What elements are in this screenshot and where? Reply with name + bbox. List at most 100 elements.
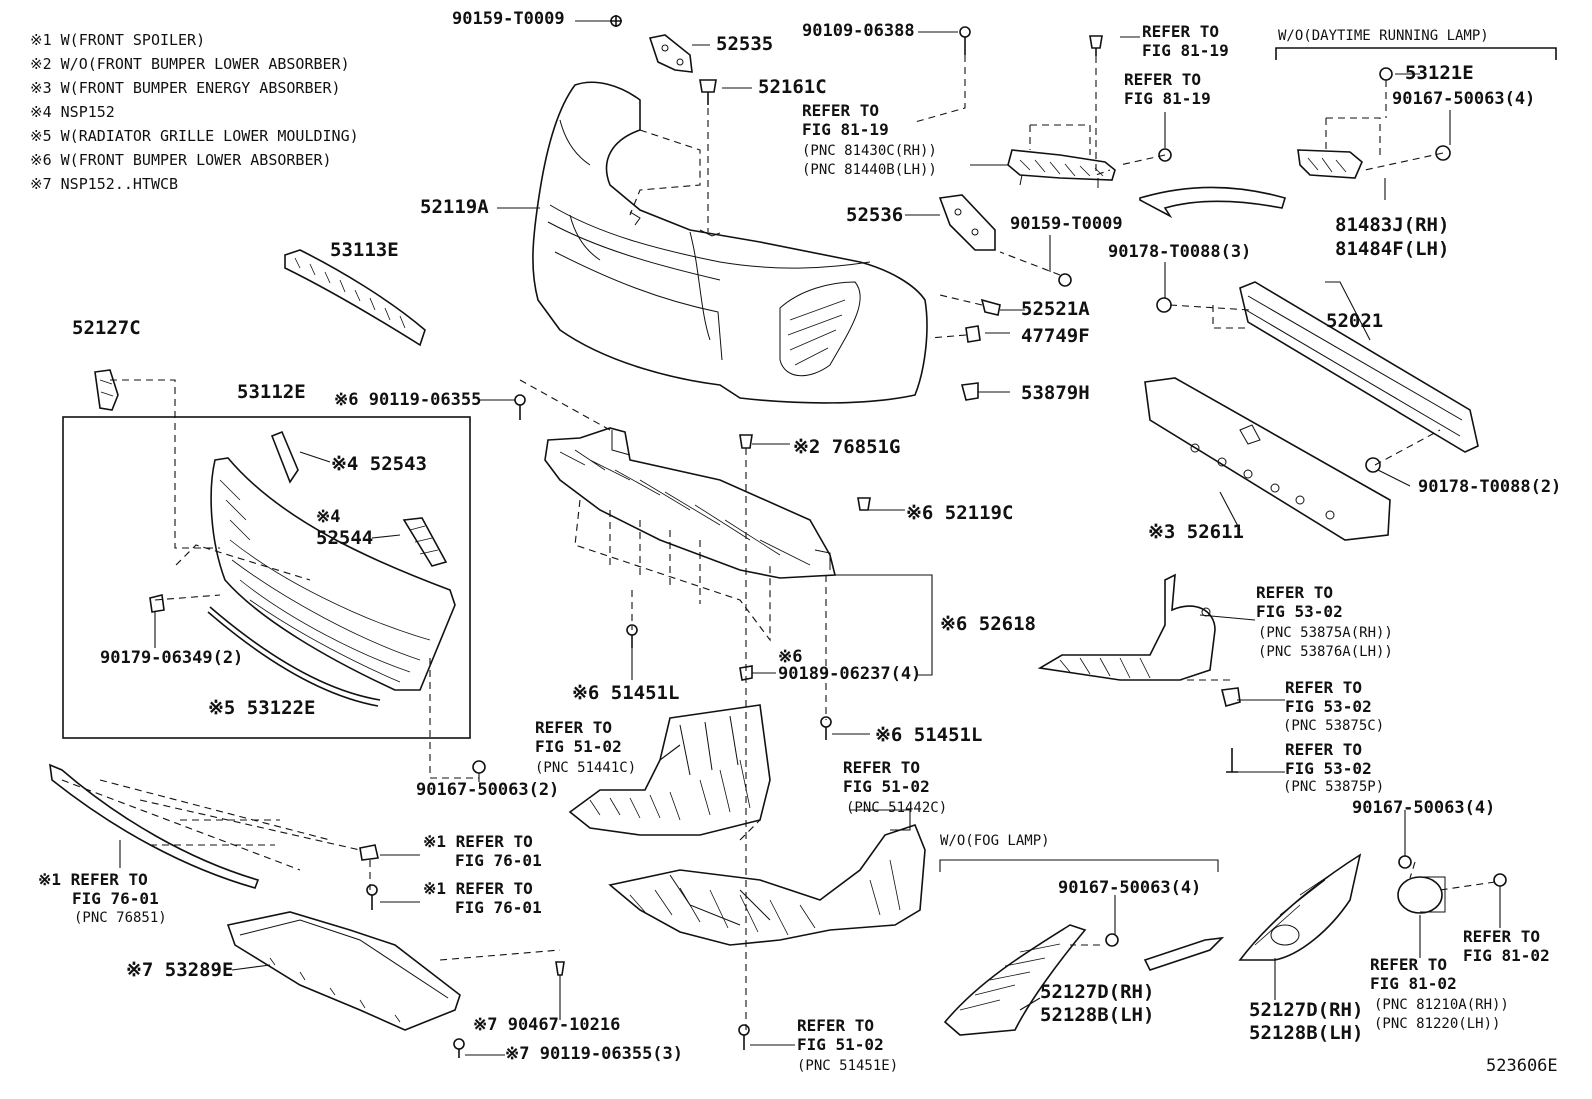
refer-fig-76-01-c[interactable]: FIG 76-01 (455, 898, 542, 917)
part-label-52119c[interactable]: ※6 52119C (906, 502, 1014, 524)
pnc-81440b: (PNC 81440B(LH)) (802, 162, 937, 178)
drl-cover-81483j (1139, 47, 1557, 219)
refer-label-fig-76-01-a[interactable]: ※1 REFER TO (423, 832, 533, 851)
pnc-81430c: (PNC 81430C(RH)) (802, 143, 937, 159)
part-label-52161c[interactable]: 52161C (758, 76, 827, 98)
pnc-81210a: (PNC 81210A(RH)) (1374, 997, 1509, 1013)
part-label-90167-50063-2[interactable]: 90167-50063(2) (416, 780, 560, 800)
part-label-90178-t0088-2[interactable]: 90178-T0088(2) (1418, 477, 1562, 497)
part-label-52543[interactable]: ※4 52543 (331, 453, 427, 475)
refer-fig-51-02-b[interactable]: FIG 51-02 (843, 777, 930, 796)
part-label-90159-t0009-top[interactable]: 90159-T0009 (452, 9, 565, 29)
part-label-53289e[interactable]: ※7 53289E (126, 959, 234, 981)
part-label-52127d-right[interactable]: 52127D(RH) (1249, 999, 1364, 1021)
refer-fig-51-02-a[interactable]: FIG 51-02 (535, 737, 622, 756)
refer-fig-53-02-a[interactable]: FIG 53-02 (1256, 602, 1343, 621)
group-label-fog-lamp: W/O(FOG LAMP) (940, 833, 1050, 849)
bumper-side-clips (960, 298, 1001, 401)
undercover-51442c (608, 824, 926, 946)
part-label-90109-06388[interactable]: 90109-06388 (802, 21, 915, 41)
lower-cover-53289e (226, 911, 461, 1031)
part-label-90167-50063-drl[interactable]: 90167-50063(4) (1392, 89, 1536, 109)
refer-label-fig-81-19-c[interactable]: REFER TO (802, 101, 880, 120)
refer-label-fig-81-19-a[interactable]: REFER TO (1142, 22, 1220, 41)
refer-fig-81-02-b[interactable]: FIG 81-02 (1370, 974, 1457, 993)
part-label-53112e[interactable]: 53112E (237, 381, 306, 403)
part-label-53122e[interactable]: ※5 53122E (208, 697, 316, 719)
wheel-liner-53875a (1037, 573, 1241, 773)
part-label-47749f[interactable]: 47749F (1021, 325, 1090, 347)
part-label-52128b-left[interactable]: 52128B(LH) (1040, 1004, 1155, 1026)
refer-label-fig-53-02-b[interactable]: REFER TO (1285, 678, 1363, 697)
part-label-90467-10216[interactable]: ※7 90467-10216 (473, 1015, 621, 1035)
legend-note-4: ※4 NSP152 (30, 103, 115, 121)
pnc-53875c: (PNC 53875C) (1283, 718, 1385, 734)
part-label-52128b-right[interactable]: 52128B(LH) (1249, 1022, 1364, 1044)
refer-fig-81-19-b[interactable]: FIG 81-19 (1124, 89, 1211, 108)
refer-fig-51-02-c[interactable]: FIG 51-02 (797, 1035, 884, 1054)
part-label-53121e[interactable]: 53121E (1405, 62, 1474, 84)
absorber-52611 (1144, 377, 1391, 541)
refer-fig-76-01-a[interactable]: FIG 76-01 (455, 851, 542, 870)
legend-notes: ※1 W(FRONT SPOILER) ※2 W/O(FRONT BUMPER … (30, 28, 359, 196)
part-label-90178-t0088-3[interactable]: 90178-T0088(3) (1108, 242, 1252, 262)
refer-label-fig-53-02-a[interactable]: REFER TO (1256, 583, 1334, 602)
refer-fig-81-19-c[interactable]: FIG 81-19 (802, 120, 889, 139)
part-label-52611[interactable]: ※3 52611 (1148, 521, 1244, 543)
part-label-52535[interactable]: 52535 (716, 33, 774, 55)
part-label-51451l-a[interactable]: ※6 51451L (572, 682, 680, 704)
part-label-90119-06355-3[interactable]: ※7 90119-06355(3) (505, 1044, 684, 1064)
part-label-52127c[interactable]: 52127C (72, 317, 141, 339)
refer-label-fig-51-02-c[interactable]: REFER TO (797, 1016, 875, 1035)
refer-label-fig-81-02-a[interactable]: REFER TO (1463, 927, 1541, 946)
part-label-90167-50063-fog-right[interactable]: 90167-50063(4) (1352, 798, 1496, 818)
refer-fig-53-02-b[interactable]: FIG 53-02 (1285, 697, 1372, 716)
bracket-52536 (938, 194, 1072, 287)
group-label-drl: W/O(DAYTIME RUNNING LAMP) (1278, 28, 1489, 44)
legend-note-7: ※7 NSP152..HTWCB (30, 175, 179, 193)
legend-note-1: ※1 W(FRONT SPOILER) (30, 31, 206, 49)
refer-fig-81-19-a[interactable]: FIG 81-19 (1142, 41, 1229, 60)
small-fasteners (359, 394, 832, 1058)
part-label-52119a[interactable]: 52119A (420, 196, 489, 218)
refer-label-fig-53-02-c[interactable]: REFER TO (1285, 740, 1363, 759)
part-label-81484f[interactable]: 81484F(LH) (1335, 238, 1450, 260)
front-spoiler-76851 (49, 763, 260, 889)
part-label-81483j[interactable]: 81483J(RH) (1335, 214, 1450, 236)
part-label-52536[interactable]: 52536 (846, 204, 904, 226)
part-label-51451l-b[interactable]: ※6 51451L (875, 724, 983, 746)
pnc-81220: (PNC 81220(LH)) (1374, 1016, 1501, 1032)
refer-label-fig-76-01-c[interactable]: ※1 REFER TO (423, 879, 533, 898)
refer-label-fig-51-02-b[interactable]: REFER TO (843, 758, 921, 777)
pnc-53876a: (PNC 53876A(LH)) (1258, 644, 1393, 660)
grille-box (62, 416, 471, 739)
part-label-53113e[interactable]: 53113E (330, 239, 399, 261)
part-label-52544[interactable]: 52544 (316, 527, 374, 549)
part-label-52021[interactable]: 52021 (1326, 310, 1384, 332)
part-label-52127d-left[interactable]: 52127D(RH) (1040, 981, 1155, 1003)
pnc-53875p: (PNC 53875P) (1283, 779, 1385, 795)
refer-fig-53-02-c[interactable]: FIG 53-02 (1285, 759, 1372, 778)
part-label-90189-06237[interactable]: 90189-06237(4) (778, 664, 922, 684)
refer-label-fig-81-02-b[interactable]: REFER TO (1370, 955, 1448, 974)
part-label-76851g[interactable]: ※2 76851G (793, 436, 901, 458)
reinforcement-52021 (1156, 281, 1479, 473)
part-label-52521a[interactable]: 52521A (1021, 298, 1090, 320)
part-label-90119-06355-mid[interactable]: ※6 90119-06355 (334, 390, 482, 410)
part-label-53879h[interactable]: 53879H (1021, 382, 1090, 404)
refer-label-fig-51-02-a[interactable]: REFER TO (535, 718, 613, 737)
pnc-51441c: (PNC 51441C) (535, 760, 637, 776)
part-label-90167-50063-fog-left[interactable]: 90167-50063(4) (1058, 878, 1202, 898)
top-fasteners (610, 15, 1103, 105)
part-label-52618[interactable]: ※6 52618 (940, 613, 1036, 635)
part-label-90179-06349[interactable]: 90179-06349(2) (100, 648, 244, 668)
part-label-90159-t0009-mid[interactable]: 90159-T0009 (1010, 214, 1123, 234)
legend-note-5: ※5 W(RADIATOR GRILLE LOWER MOULDING) (30, 127, 359, 145)
refer-fig-81-02-a[interactable]: FIG 81-02 (1463, 946, 1550, 965)
bumper-cover-52119a (532, 81, 928, 404)
refer-label-fig-76-01-b[interactable]: ※1 REFER TO (38, 870, 148, 889)
fog-cover-right (1105, 853, 1507, 971)
pnc-51451e: (PNC 51451E) (797, 1058, 899, 1074)
refer-label-fig-81-19-b[interactable]: REFER TO (1124, 70, 1202, 89)
refer-fig-76-01-b[interactable]: FIG 76-01 (72, 889, 159, 908)
